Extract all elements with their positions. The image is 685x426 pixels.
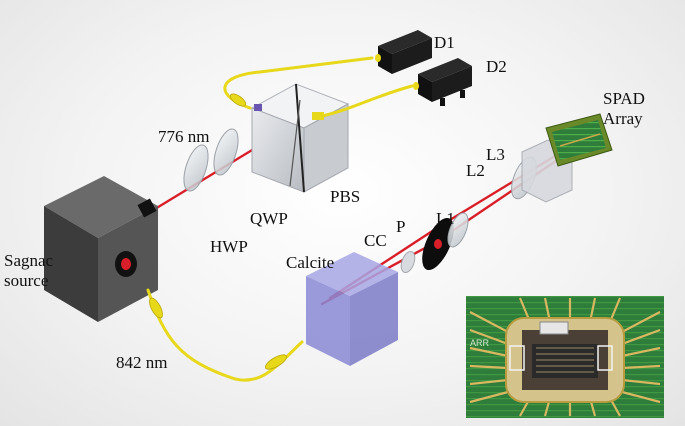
waveplates: [183, 128, 239, 192]
label-p: P: [396, 217, 405, 236]
spad-array-chip: [545, 113, 613, 167]
label-d2: D2: [486, 57, 507, 76]
chip-photo-inset: ARR: [466, 296, 664, 418]
label-sagnac-line2: source: [4, 271, 48, 290]
label-d1: D1: [434, 33, 455, 52]
cc-p-l1-optics: [400, 212, 469, 274]
lens-l1: [447, 212, 469, 248]
detector-d2: [413, 58, 472, 106]
beam-source-to-pbs: [148, 142, 264, 214]
qwp-plate: [213, 128, 239, 176]
calcite-crystal: [306, 252, 398, 366]
pbs-cube: [250, 83, 350, 193]
svg-text:ARR: ARR: [470, 338, 490, 348]
label-l1: L1: [436, 209, 455, 228]
label-776nm: 776 nm: [158, 127, 209, 146]
label-hwp: HWP: [210, 237, 248, 256]
label-l3: L3: [486, 145, 505, 164]
label-pbs: PBS: [330, 187, 360, 206]
fiber-to-d2: [320, 84, 414, 118]
label-qwp: QWP: [250, 209, 288, 228]
label-cc: CC: [364, 231, 387, 250]
label-l2: L2: [466, 161, 485, 180]
cc-element: [400, 250, 416, 274]
detector-d1: [375, 30, 432, 74]
label-spad-line1: SPAD: [603, 89, 645, 108]
label-842nm: 842 nm: [116, 353, 167, 372]
label-spad-line2: Array: [603, 109, 643, 128]
hwp-plate: [183, 144, 209, 192]
label-calcite: Calcite: [286, 253, 334, 272]
fiber-842: [146, 288, 304, 382]
label-sagnac-line1: Sagnac: [4, 251, 54, 270]
sagnac-source-cube: [44, 176, 158, 322]
